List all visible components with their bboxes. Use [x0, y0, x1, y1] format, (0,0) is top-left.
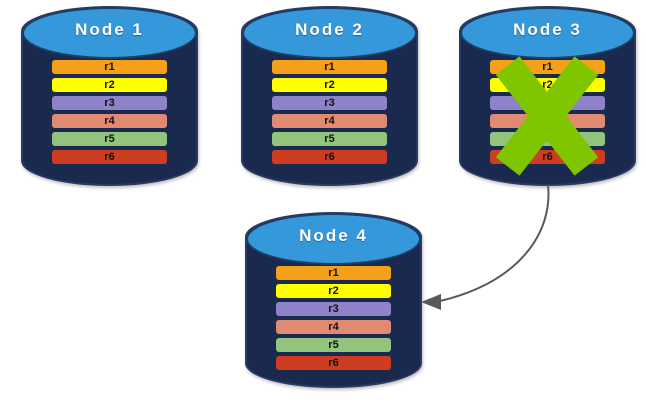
node-3[interactable]: Node 3 r1 r2 r3 r4 r5 r6 [459, 6, 636, 186]
node-3-cylinder-top [460, 7, 635, 59]
node-2-row-r4: r4 [272, 114, 387, 128]
node-1-row-r4: r4 [52, 114, 167, 128]
node-2[interactable]: Node 2 r1 r2 r3 r4 r5 r6 [241, 6, 418, 186]
node-4-row-r4: r4 [276, 320, 391, 334]
node-4-row-r2: r2 [276, 284, 391, 298]
node-4-row-list: r1 r2 r3 r4 r5 r6 [276, 266, 391, 370]
node-2-cylinder-top [242, 7, 417, 59]
node-1-row-list: r1 r2 r3 r4 r5 r6 [52, 60, 167, 164]
node-1[interactable]: Node 1 r1 r2 r3 r4 r5 r6 [21, 6, 198, 186]
failover-arrow-head [421, 294, 441, 310]
node-4[interactable]: Node 4 r1 r2 r3 r4 r5 r6 [245, 212, 422, 388]
node-1-row-r3: r3 [52, 96, 167, 110]
node-1-row-r5: r5 [52, 132, 167, 146]
node-4-row-r6: r6 [276, 356, 391, 370]
node-1-cylinder-top [22, 7, 197, 59]
node-2-row-r2: r2 [272, 78, 387, 92]
node-3-row-r5: r5 [490, 132, 605, 146]
failover-arrow-path [439, 184, 550, 302]
node-1-row-r2: r2 [52, 78, 167, 92]
node-3-row-r4: r4 [490, 114, 605, 128]
node-4-row-r3: r3 [276, 302, 391, 316]
node-2-row-r3: r3 [272, 96, 387, 110]
node-4-cylinder-top [246, 213, 421, 265]
node-4-row-r5: r5 [276, 338, 391, 352]
node-2-row-r5: r5 [272, 132, 387, 146]
node-2-row-list: r1 r2 r3 r4 r5 r6 [272, 60, 387, 164]
node-3-row-list: r1 r2 r3 r4 r5 r6 [490, 60, 605, 164]
node-1-row-r6: r6 [52, 150, 167, 164]
node-4-row-r1: r1 [276, 266, 391, 280]
node-3-row-r2: r2 [490, 78, 605, 92]
node-2-row-r1: r1 [272, 60, 387, 74]
node-3-row-r6: r6 [490, 150, 605, 164]
node-3-row-r3: r3 [490, 96, 605, 110]
node-1-row-r1: r1 [52, 60, 167, 74]
node-2-row-r6: r6 [272, 150, 387, 164]
node-3-row-r1: r1 [490, 60, 605, 74]
